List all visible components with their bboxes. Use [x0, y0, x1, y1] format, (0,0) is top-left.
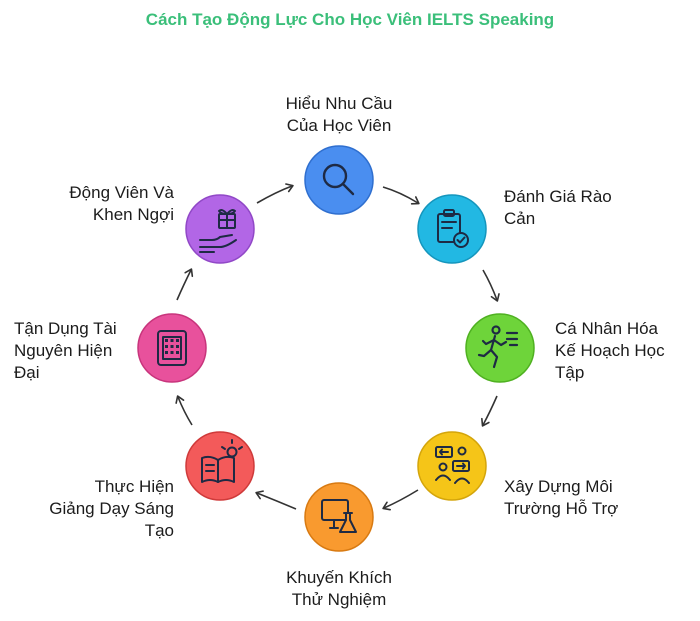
arrow-2 [482, 269, 500, 302]
step-2-node [417, 194, 487, 264]
computer-flask-icon [321, 499, 357, 533]
tablet-grid-icon [157, 330, 187, 366]
step-8-label-line-2: Khen Ngợi [92, 205, 174, 224]
arrow-5 [255, 490, 297, 510]
step-1-label-line-1: Hiểu Nhu Cầu [285, 94, 393, 113]
step-5-label: Khuyến Khích Thử Nghiệm [249, 567, 429, 611]
book-lightbulb-icon [201, 439, 243, 483]
step-3-label-line-2: Kế Hoạch Học [555, 341, 665, 360]
step-6-label-line-2: Giảng Dạy Sáng [49, 499, 174, 518]
step-5-node [304, 482, 374, 552]
step-1-node [304, 145, 374, 215]
step-6-label: Thực Hiện Giảng Dạy Sáng Tạo [20, 476, 174, 542]
step-5-label-line-2: Thử Nghiệm [291, 590, 387, 609]
people-conversation-icon [435, 446, 470, 484]
step-4-node [417, 431, 487, 501]
step-5-label-line-1: Khuyến Khích [286, 568, 392, 587]
arrow-8 [256, 183, 294, 204]
step-7-node [137, 313, 207, 383]
step-6-label-line-1: Thực Hiện [94, 477, 174, 496]
step-3-node [465, 313, 535, 383]
step-2-label-line-2: Cản [504, 209, 536, 228]
arrow-3 [481, 395, 498, 427]
step-4-label: Xây Dựng Môi Trường Hỗ Trợ [504, 476, 674, 520]
arrow-7 [176, 268, 194, 301]
step-7-label-line-2: Nguyên Hiện [14, 341, 113, 360]
step-2-label: Đánh Giá Rào Cản [504, 186, 654, 230]
hand-gift-icon [199, 209, 237, 253]
step-1-label: Hiểu Nhu Cầu Của Học Viên [249, 93, 429, 137]
diagram-title: Cách Tạo Động Lực Cho Học Viên IELTS Spe… [145, 10, 555, 29]
step-3-label-line-1: Cá Nhân Hóa [555, 319, 659, 338]
step-3-label: Cá Nhân Hóa Kế Hoạch Học Tập [555, 318, 695, 384]
step-8-node [185, 194, 255, 264]
arrow-6 [175, 395, 193, 426]
arrow-1 [382, 186, 420, 205]
step-3-label-line-3: Tập [555, 363, 585, 382]
step-2-label-line-1: Đánh Giá Rào [504, 187, 612, 206]
step-7-label: Tận Dụng Tài Nguyên Hiện Đại [14, 318, 144, 384]
step-1-label-line-2: Của Học Viên [286, 116, 392, 135]
step-4-label-line-1: Xây Dựng Môi [504, 477, 613, 496]
step-8-label-line-1: Động Viên Và [69, 183, 174, 202]
clipboard-check-icon [437, 209, 469, 248]
step-8-label: Động Viên Và Khen Ngợi [20, 182, 174, 226]
step-6-label-line-3: Tạo [144, 521, 174, 540]
magnifier-icon [322, 163, 355, 196]
step-7-label-line-1: Tận Dụng Tài [14, 319, 117, 338]
step-6-node [185, 431, 255, 501]
arrow-4 [382, 489, 419, 511]
step-7-label-line-3: Đại [14, 363, 40, 382]
running-person-icon [477, 325, 519, 369]
step-4-label-line-2: Trường Hỗ Trợ [504, 499, 619, 518]
